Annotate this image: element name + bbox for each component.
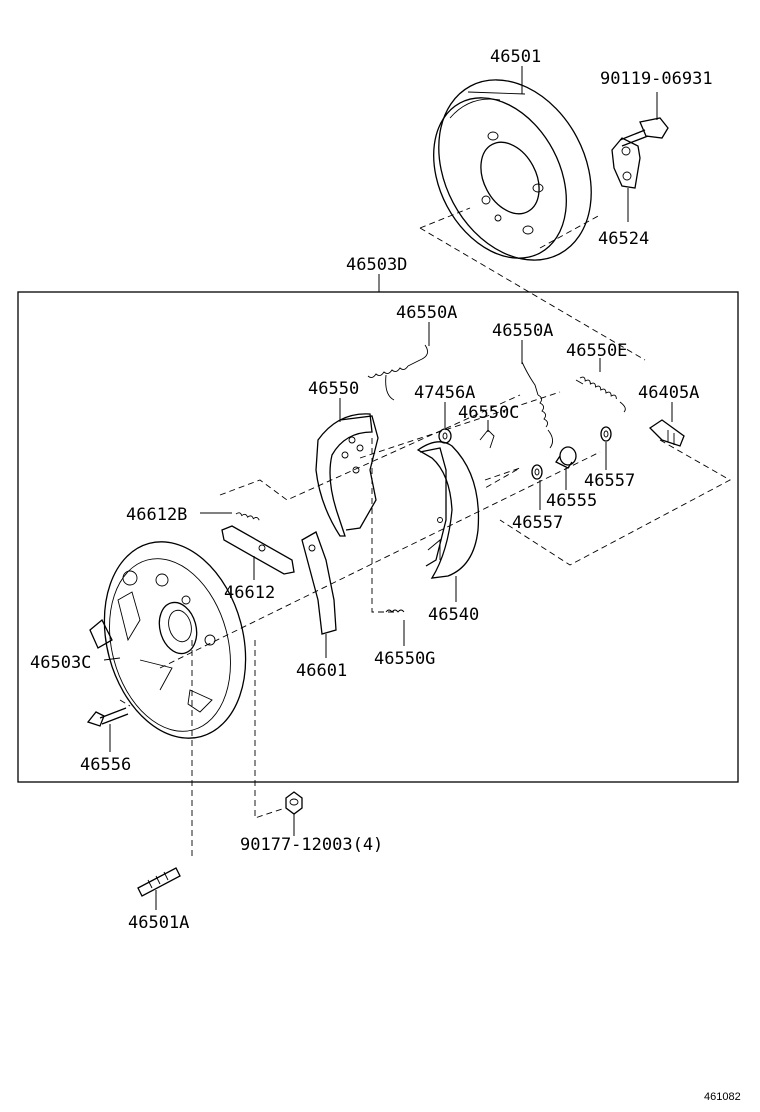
piston-46555[interactable] <box>555 446 577 469</box>
label-46524: 46524 <box>598 229 649 249</box>
cup-46557-upper[interactable] <box>600 426 612 442</box>
guide-line-nut <box>254 640 286 819</box>
bolt-90119-06931[interactable] <box>619 117 669 147</box>
bracket-46524[interactable] <box>611 137 641 189</box>
label-90119-06931: 90119-06931 <box>600 69 713 89</box>
spring-46612B[interactable] <box>235 512 260 521</box>
backing-plate-46503C[interactable] <box>83 526 266 754</box>
bleeder-plug-46405A[interactable] <box>648 419 685 447</box>
guide-line-wheel-cyl <box>499 439 731 566</box>
spring-46550E[interactable] <box>575 376 626 413</box>
return-spring-46550A-left[interactable] <box>367 344 429 401</box>
guide-line-bolt <box>119 699 131 707</box>
label-46555: 46555 <box>546 491 597 511</box>
nut-90177-12003[interactable] <box>285 791 303 815</box>
label-46557-upper: 46557 <box>584 471 635 491</box>
clip-46550C[interactable] <box>479 429 495 449</box>
guide-line-mid <box>359 391 561 459</box>
label-46556: 46556 <box>80 755 131 775</box>
label-47456A: 47456A <box>414 383 475 403</box>
return-spring-46550A-right[interactable] <box>521 361 553 449</box>
bolt-46556[interactable] <box>86 707 129 727</box>
hub-bolt-46501A[interactable] <box>137 867 181 897</box>
brake-shoe-46550[interactable] <box>315 413 379 537</box>
label-46557-lower: 46557 <box>512 513 563 533</box>
guide-line-top <box>219 394 521 501</box>
label-46550E: 46550E <box>566 341 627 361</box>
label-46501A: 46501A <box>128 913 189 933</box>
assembly-frame <box>17 291 739 783</box>
label-46550A-right: 46550A <box>492 321 553 341</box>
guide-line-drum <box>419 207 646 361</box>
label-46601: 46601 <box>296 661 347 681</box>
washer-47456A[interactable] <box>438 428 452 444</box>
spring-46550G[interactable] <box>385 609 405 613</box>
brake-drum-46501[interactable] <box>407 53 621 286</box>
guide-line-mid-2 <box>484 467 521 489</box>
guide-line-main <box>159 451 601 669</box>
label-46540: 46540 <box>428 605 479 625</box>
label-46501: 46501 <box>490 47 541 67</box>
brake-shoe-46540[interactable] <box>416 441 480 579</box>
label-46503C: 46503C <box>30 653 91 673</box>
parking-brake-lever-46601[interactable] <box>301 531 337 635</box>
label-46612B: 46612B <box>126 505 187 525</box>
guide-line-drum-2 <box>539 214 601 249</box>
label-46550A-left: 46550A <box>396 303 457 323</box>
cup-46557-lower[interactable] <box>531 464 543 480</box>
guide-line-spring-g <box>371 438 398 613</box>
label-46612: 46612 <box>224 583 275 603</box>
label-46503D: 46503D <box>346 255 407 275</box>
label-46550C: 46550C <box>458 403 519 423</box>
label-90177-12003: 90177-12003(4) <box>240 835 383 855</box>
label-46550: 46550 <box>308 379 359 399</box>
label-46550G: 46550G <box>374 649 435 669</box>
label-46405A: 46405A <box>638 383 699 403</box>
adjusting-lever-46612[interactable] <box>221 525 295 575</box>
figure-reference: 461082 <box>704 1091 741 1103</box>
